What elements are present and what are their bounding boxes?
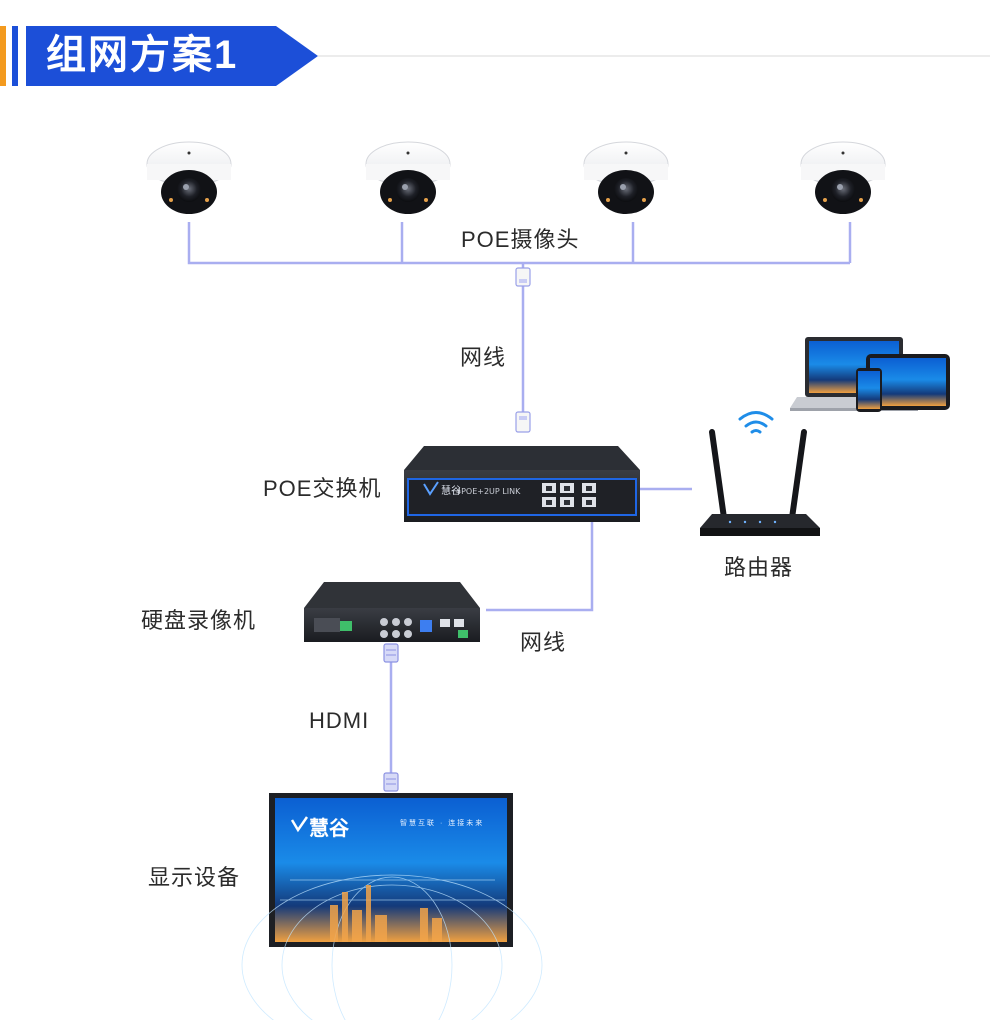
- tablet-icon: [866, 354, 950, 410]
- svg-text:4POE+2UP LINK: 4POE+2UP LINK: [456, 487, 521, 496]
- wifi-signal-icon: [738, 411, 774, 434]
- dome-camera-icon: [146, 141, 232, 214]
- display-brand-text: 慧谷: [309, 818, 349, 840]
- label-hdmi: HDMI: [309, 708, 370, 733]
- dome-camera-icon: [800, 141, 886, 214]
- phone-icon: [856, 368, 882, 412]
- nvr-icon: [304, 582, 480, 642]
- rj45-connector-icon: [515, 267, 531, 287]
- switch-brand-text: 慧谷: [441, 486, 461, 497]
- label-cable-top: 网线: [460, 345, 507, 370]
- label-poe-switch: POE交换机: [263, 476, 382, 501]
- label-nvr: 硬盘录像机: [141, 608, 257, 633]
- wifi-router-icon: [700, 429, 820, 536]
- page-title: 组网方案1: [46, 33, 239, 77]
- dome-camera-icon: [583, 141, 669, 214]
- display-slogan: 智慧互联 · 连接未来: [400, 820, 485, 827]
- section-banner: [0, 26, 990, 86]
- label-poe-cameras: POE摄像头: [461, 227, 580, 252]
- hdmi-connector-icon: [383, 772, 399, 792]
- hdmi-connector-icon: [383, 643, 399, 663]
- label-router: 路由器: [724, 555, 794, 580]
- dome-camera-icon: [365, 141, 451, 214]
- label-display: 显示设备: [148, 865, 241, 890]
- poe-switch-icon: 4POE+2UP LINK: [404, 446, 640, 522]
- label-cable-bottom: 网线: [520, 630, 567, 655]
- rj45-connector-icon: [515, 411, 531, 433]
- monitor-icon: [241, 793, 543, 1020]
